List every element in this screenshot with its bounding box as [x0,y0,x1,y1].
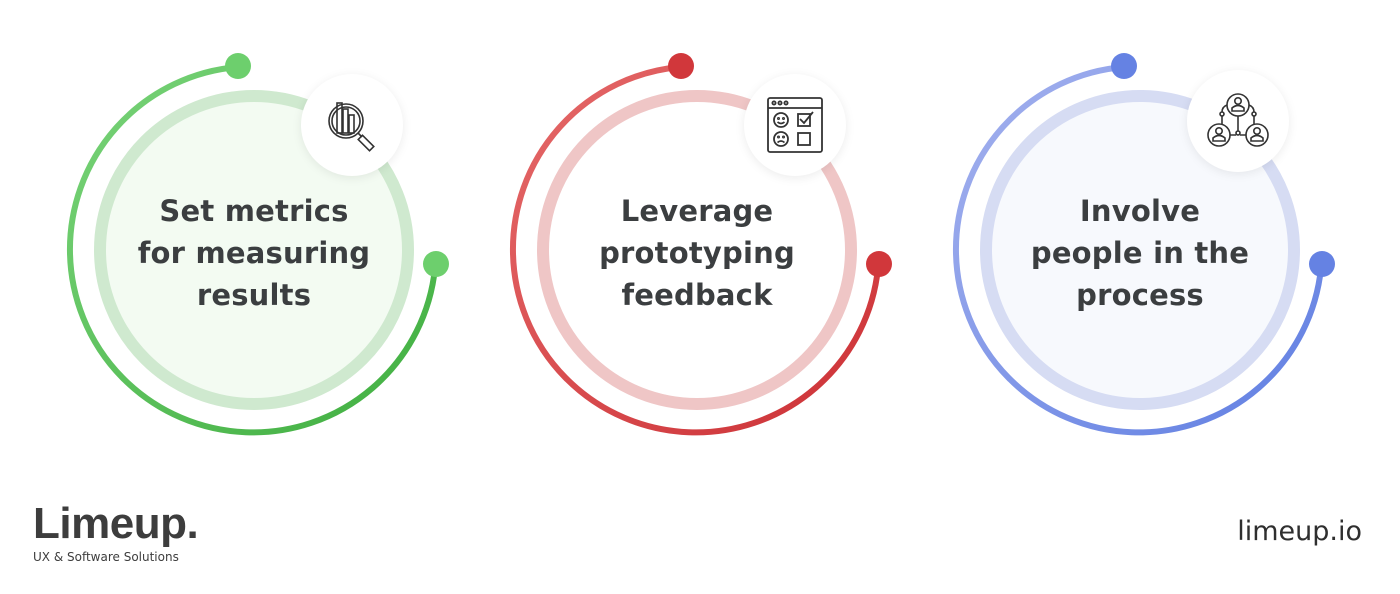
people-network-icon [1207,93,1269,147]
card-title: Set metrics for measuring results [24,190,484,316]
card-title-line: people in the [1030,236,1250,270]
card-title-line: Leverage [620,194,774,228]
card-title-line: Involve [1079,194,1201,228]
card-title: Involve people in the process [910,190,1370,316]
card-title-line: process [1076,278,1204,312]
card-title-line: prototyping [599,236,795,270]
chart-magnifier-icon [328,102,375,152]
brand-logo[interactable]: Limeup. UX & Software Solutions [33,499,199,565]
logo-wordmark: Limeup. [33,499,199,548]
ring-graphic [66,53,449,436]
card-title-line: results [196,278,312,312]
card-title-line: feedback [621,278,773,312]
card-title-line: for measuring [137,236,371,270]
icon-badge [1187,70,1289,172]
ring-graphic [509,53,892,436]
feedback-form-icon [767,97,823,153]
card-title: Leverage prototyping feedback [467,190,927,316]
ring-graphic [952,53,1335,436]
card-involve-people: Involve people in the process [910,0,1370,470]
logo-tagline: UX & Software Solutions [33,550,179,564]
card-leverage-prototyping: Leverage prototyping feedback [467,0,927,470]
card-title-line: Set metrics [159,194,349,228]
icon-badge [744,74,846,176]
card-set-metrics: Set metrics for measuring results [24,0,484,470]
website-link[interactable]: limeup.io [1237,516,1362,547]
icon-badge [301,74,403,176]
